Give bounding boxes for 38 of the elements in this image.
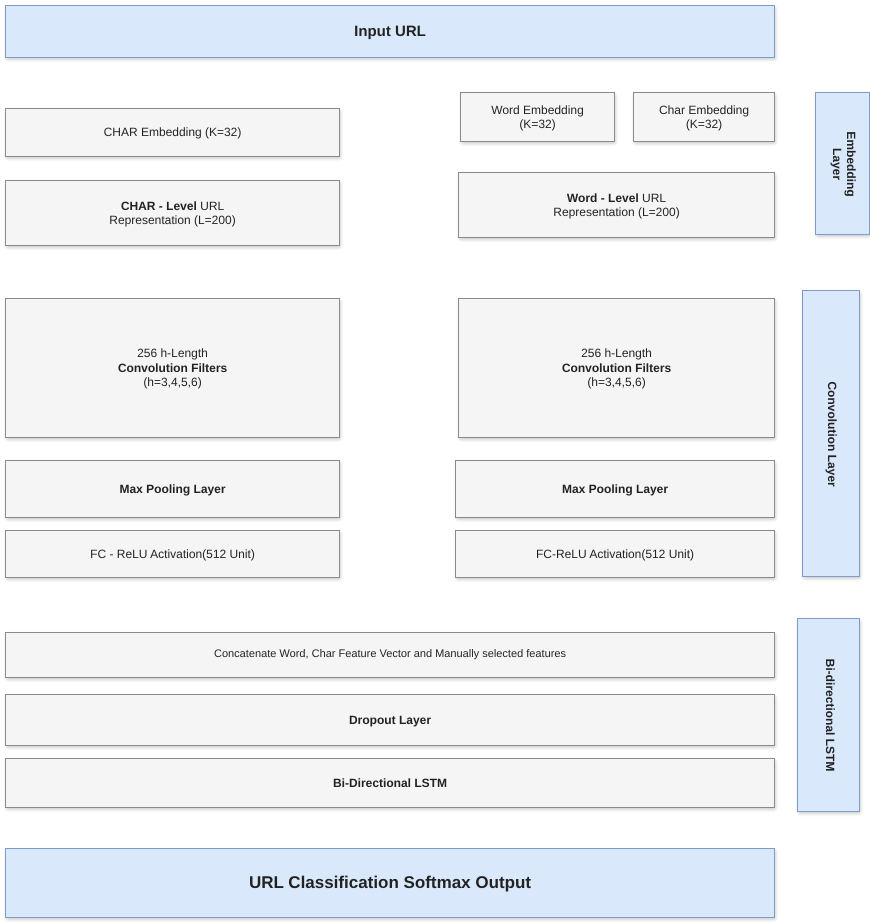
box-label: 256 h-Length Convolution Filters (h=3,4,5,6) — [560, 346, 672, 390]
layer-box — [458, 172, 775, 238]
box-label: Char Embedding (K=32) — [658, 102, 750, 132]
io-box — [5, 848, 775, 918]
band-label: Convolution Layer — [824, 380, 838, 488]
box-label: Max Pooling Layer — [119, 482, 226, 496]
layer-group-band — [797, 618, 860, 812]
layer-box — [5, 632, 775, 678]
layer-box — [460, 92, 615, 142]
layer-box — [5, 758, 775, 808]
box-label: Input URL — [354, 22, 426, 40]
layer-box — [5, 298, 340, 438]
band-label: Embedding Layer — [828, 130, 856, 198]
layer-box — [455, 530, 775, 578]
layer-box — [5, 108, 340, 157]
layer-box — [5, 694, 775, 746]
layer-box — [633, 92, 775, 142]
box-label: Concatenate Word, Char Feature Vector and Manually selected features — [214, 648, 566, 662]
layer-box — [5, 460, 340, 518]
box-label: 256 h-Length Convolution Filters (h=3,4,5,6) — [116, 346, 228, 390]
box-label: FC - ReLU Activation(512 Unit) — [90, 546, 255, 562]
band-label: Bi-directional LSTM — [822, 658, 836, 774]
box-label: Bi-Directional LSTM — [332, 776, 447, 790]
box-label: Word - Level URL Representation (L=200) — [552, 190, 681, 220]
box-label: FC-ReLU Activation(512 Unit) — [536, 546, 694, 562]
layer-group-band — [802, 290, 860, 577]
box-label: CHAR Embedding (K=32) — [104, 125, 242, 140]
box-label: Word Embedding (K=32) — [490, 102, 585, 132]
box-label: Max Pooling Layer — [562, 482, 668, 496]
io-box — [5, 5, 775, 58]
box-label: Dropout Layer — [348, 712, 431, 728]
box-label: CHAR - Level URL Representation (L=200) — [108, 198, 237, 228]
layer-box — [455, 460, 775, 518]
layer-box — [5, 530, 340, 578]
layer-group-band — [815, 92, 870, 235]
box-label: URL Classification Softmax Output — [248, 872, 532, 894]
layer-box — [458, 298, 775, 438]
layer-box — [5, 180, 340, 246]
